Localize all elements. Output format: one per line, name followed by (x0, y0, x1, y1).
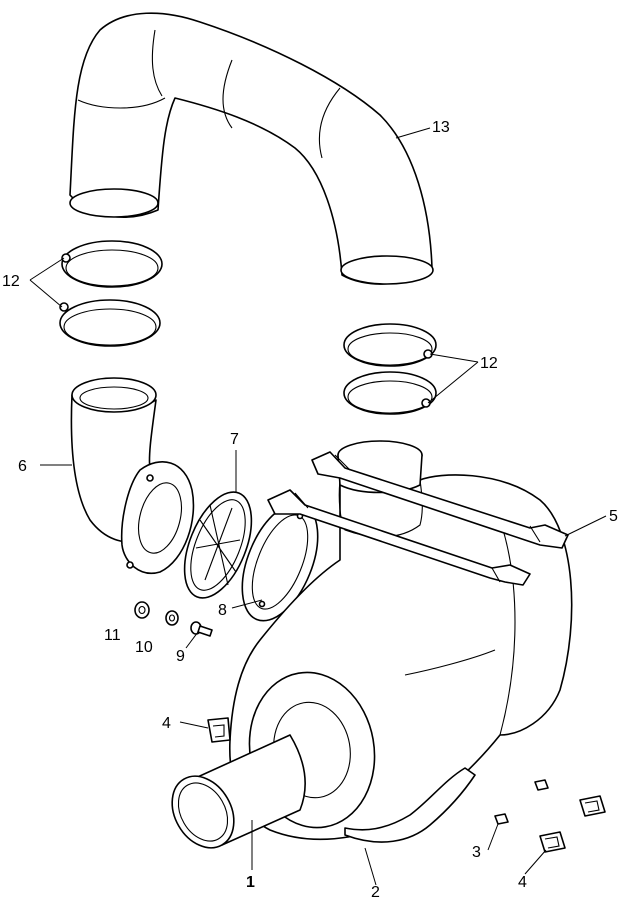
callout-4-left: 4 (162, 715, 171, 732)
callout-3: 3 (472, 844, 481, 861)
clip-4-right-lower (539, 831, 566, 853)
lock-washer-10 (165, 610, 179, 626)
elbow-adapter-6 (70, 377, 195, 575)
screen-7 (183, 491, 253, 599)
callout-12-right: 12 (480, 355, 498, 372)
rubber-straps-5 (267, 451, 569, 586)
callout-11: 11 (104, 627, 121, 644)
callout-2: 2 (371, 884, 380, 898)
skid-plate-2 (344, 767, 476, 843)
air-box-housing-1 (171, 440, 573, 849)
callout-5: 5 (609, 508, 618, 525)
leader-lines (29, 127, 607, 886)
callout-labels: 13 12 12 6 7 5 8 11 10 9 4 1 2 3 4 (2, 119, 618, 898)
hose-clamps-12-right (343, 323, 437, 415)
callout-13: 13 (432, 119, 450, 136)
callout-4-right: 4 (518, 874, 527, 891)
callout-10: 10 (135, 639, 153, 656)
clip-4-left (207, 717, 231, 743)
washer-11 (134, 601, 150, 619)
hose-clamps-12-left (59, 240, 163, 347)
screw-3-upper (534, 779, 549, 791)
callout-12-left: 12 (2, 273, 20, 290)
screw-9 (190, 621, 213, 637)
callout-7: 7 (230, 431, 239, 448)
callout-6: 6 (18, 458, 27, 475)
screw-3-lower (494, 813, 509, 825)
callout-1: 1 (246, 874, 255, 891)
callout-9: 9 (176, 648, 185, 665)
intake-hose-13 (69, 12, 434, 285)
callout-8: 8 (218, 602, 227, 619)
clip-4-right-upper (579, 795, 606, 817)
